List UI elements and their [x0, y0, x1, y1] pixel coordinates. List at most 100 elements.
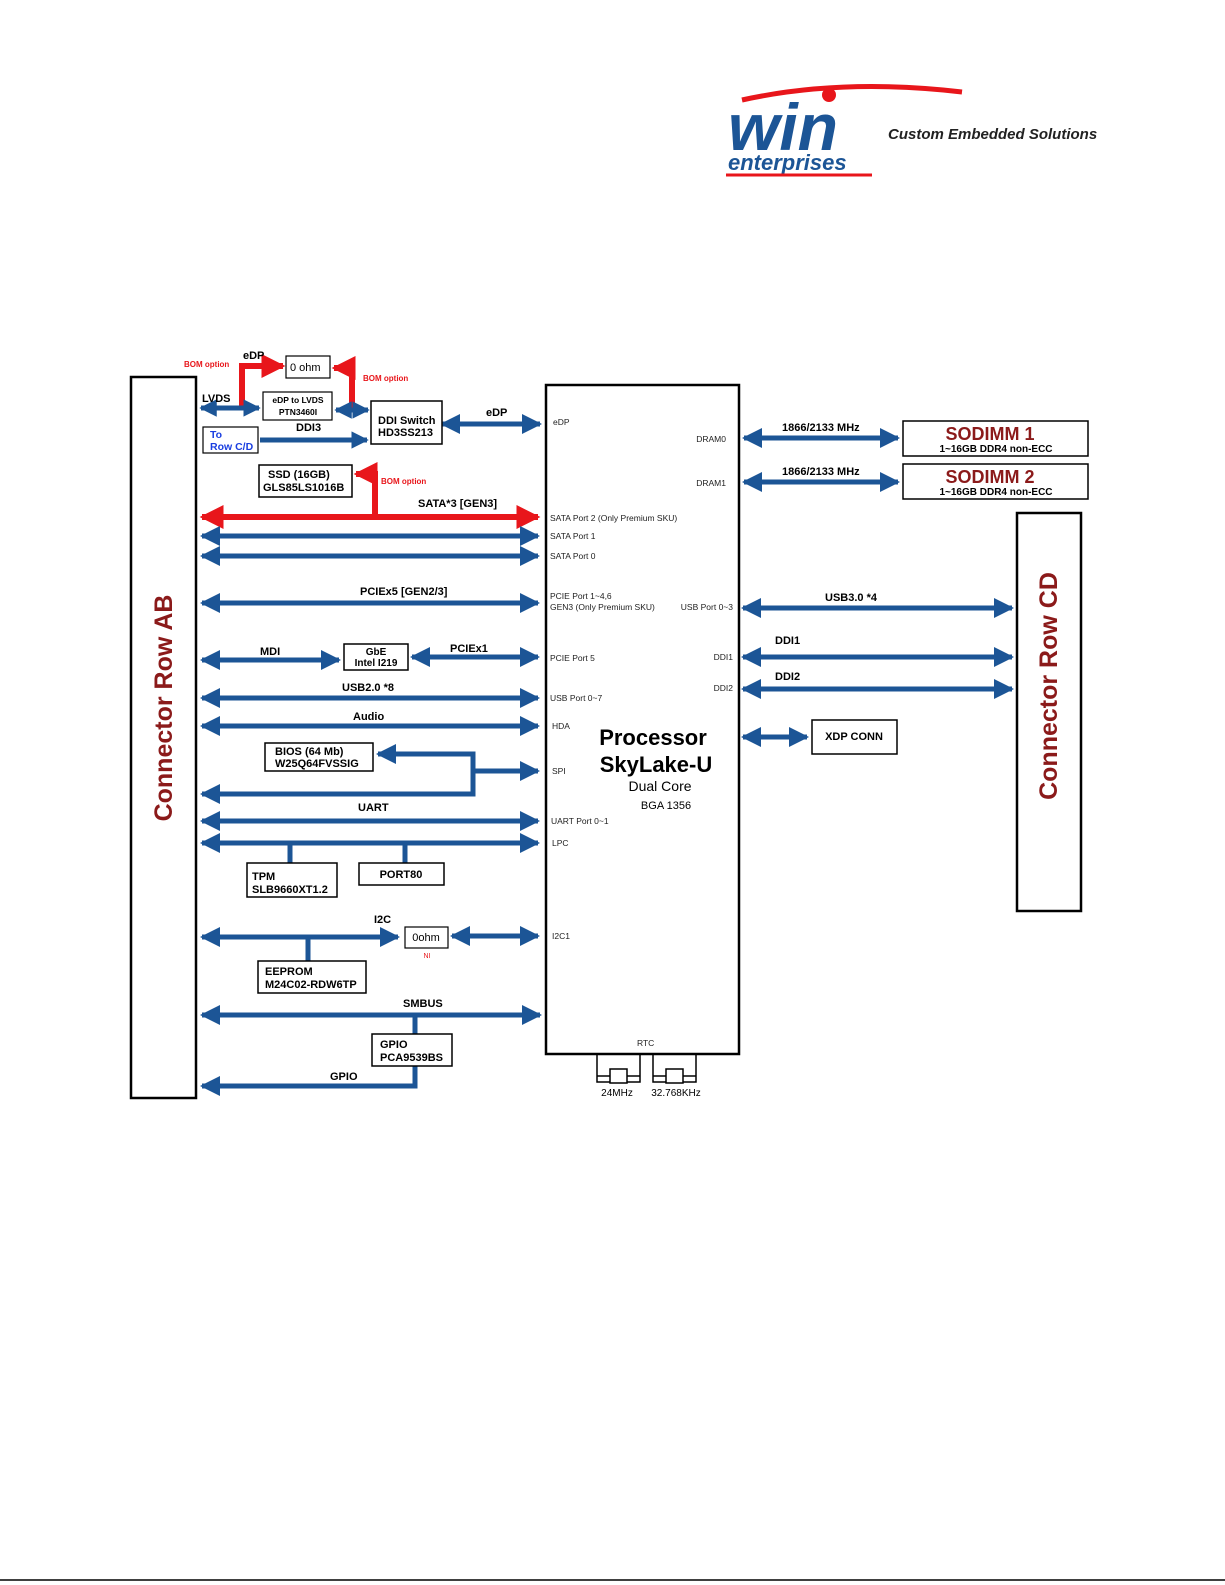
to-row-cd-label-1: To [210, 429, 222, 441]
mdi-label: MDI [260, 646, 280, 658]
port-pcie5: PCIE Port 5 [550, 653, 595, 663]
uart-label: UART [358, 802, 389, 814]
i2c-label: I2C [374, 914, 391, 926]
smbus-label: SMBUS [403, 998, 443, 1010]
ddi-switch-label-1: DDI Switch [378, 415, 436, 427]
ohm2-block [404, 926, 449, 949]
logo-word: win [728, 90, 838, 164]
tpm-label-2: SLB9660XT1.2 [252, 884, 328, 896]
sodimm1-block [902, 420, 1089, 457]
connector-row-cd [1015, 511, 1083, 913]
logo-sub: enterprises [728, 150, 847, 175]
port-hda: HDA [552, 721, 570, 731]
dram1-label: 1866/2133 MHz [782, 466, 860, 478]
edp-top-label: eDP [243, 350, 264, 362]
audio-label: Audio [353, 711, 384, 723]
sodimm2-label-2: 1~16GB DDR4 non-ECC [939, 487, 1052, 498]
eeprom-block [257, 960, 367, 994]
port-pcie-a: PCIE Port 1~4,6 [550, 591, 612, 601]
port-dram1: DRAM1 [696, 478, 726, 488]
ddi2-label: DDI2 [775, 671, 800, 683]
port-ddi1: DDI1 [714, 652, 734, 662]
bios-label-2: W25Q64FVSSIG [275, 758, 359, 770]
port-sata0: SATA Port 0 [550, 551, 596, 561]
ni-label: NI [424, 953, 431, 960]
sodimm2-block [902, 463, 1089, 500]
tpm-block [246, 862, 338, 898]
port80-block [358, 862, 445, 886]
connector-row-ab-label: Connector Row AB [150, 595, 178, 822]
ohm-label: 0 ohm [290, 362, 321, 374]
eeprom-label-1: EEPROM [265, 966, 313, 978]
port-dram0: DRAM0 [696, 434, 726, 444]
ddi1-label: DDI1 [775, 635, 800, 647]
ddi-switch-label-2: HD3SS213 [378, 427, 433, 439]
bom-option-2: BOM option [363, 374, 408, 383]
port-edp: eDP [553, 417, 570, 427]
bom-option-3: BOM option [381, 477, 426, 486]
tagline: Custom Embedded Solutions [888, 126, 1097, 143]
bom-ohm-path [331, 356, 356, 408]
port-usb3: USB Port 0~3 [681, 602, 733, 612]
gbe-label-2: Intel I219 [355, 658, 398, 669]
port-sata1: SATA Port 1 [550, 531, 596, 541]
to-row-cd-label-2: Row C/D [210, 441, 254, 453]
logo-ball-icon [822, 88, 836, 102]
sodimm1-label-2: 1~16GB DDR4 non-ECC [939, 444, 1052, 455]
ohm2-label: 0ohm [412, 932, 440, 944]
gpio-bus [200, 1066, 418, 1096]
tpm-label-1: TPM [252, 871, 275, 883]
edp-lvds-label-2: PTN3460I [279, 407, 317, 417]
bios-label-1: BIOS (64 Mb) [275, 746, 344, 758]
gpio-block [371, 1033, 453, 1067]
port-uart: UART Port 0~1 [551, 816, 609, 826]
port-i2c1: I2C1 [552, 931, 570, 941]
bom-option-1: BOM option [184, 360, 229, 369]
gpio-label-2: PCA9539BS [380, 1052, 443, 1064]
lvds-label: LVDS [202, 393, 231, 405]
port-lpc: LPC [552, 838, 569, 848]
port-ddi2: DDI2 [714, 683, 734, 693]
usb2-label: USB2.0 *8 [342, 682, 394, 694]
processor-cores: Dual Core [628, 778, 691, 794]
ddi3-label: DDI3 [296, 422, 321, 434]
processor-block [544, 383, 741, 1056]
xdp-conn-block [811, 719, 898, 755]
port80-label: PORT80 [380, 869, 423, 881]
ssd-bom-path [353, 462, 378, 517]
port-usb: USB Port 0~7 [550, 693, 602, 703]
ssd-block [258, 464, 353, 498]
pciex1-label: PCIEx1 [450, 643, 488, 655]
gbe-block [343, 643, 409, 671]
connector-row-ab [129, 375, 198, 1100]
ssd-label-2: GLS85LS1016B [263, 482, 344, 494]
sata-label: SATA*3 [GEN3] [418, 498, 497, 510]
port-rtc: RTC [637, 1038, 654, 1048]
bios-block [264, 742, 374, 772]
usb3-label: USB3.0 *4 [825, 592, 878, 604]
port-pcie-b: GEN3 (Only Premium SKU) [550, 602, 655, 612]
gpio-label-1: GPIO [380, 1039, 408, 1051]
ssd-label-1: SSD (16GB) [268, 469, 330, 481]
ddi-switch-block [370, 400, 443, 445]
dram0-label: 1866/2133 MHz [782, 422, 860, 434]
processor-title: Processor [599, 725, 707, 750]
pcie-label: PCIEx5 [GEN2/3] [360, 586, 448, 598]
crystal-24mhz-label: 24MHz [601, 1088, 633, 1099]
crystal-32khz [652, 1054, 697, 1084]
sodimm1-label-1: SODIMM 1 [945, 424, 1034, 444]
spi-bus [200, 744, 476, 804]
processor-model: SkyLake-U [600, 752, 713, 777]
logo-swoosh-icon [741, 84, 963, 103]
port-sata2: SATA Port 2 (Only Premium SKU) [550, 513, 677, 523]
crystal-24mhz [596, 1054, 641, 1084]
edp-lvds-block [262, 391, 333, 421]
xdp-conn-label: XDP CONN [825, 731, 883, 743]
gpio-label: GPIO [330, 1071, 358, 1083]
sodimm2-label-1: SODIMM 2 [945, 467, 1034, 487]
edp-lvds-label-1: eDP to LVDS [272, 395, 323, 405]
connector-row-cd-label: Connector Row CD [1035, 572, 1063, 800]
processor-package: BGA 1356 [641, 800, 691, 812]
bom-edp-path [239, 354, 286, 408]
